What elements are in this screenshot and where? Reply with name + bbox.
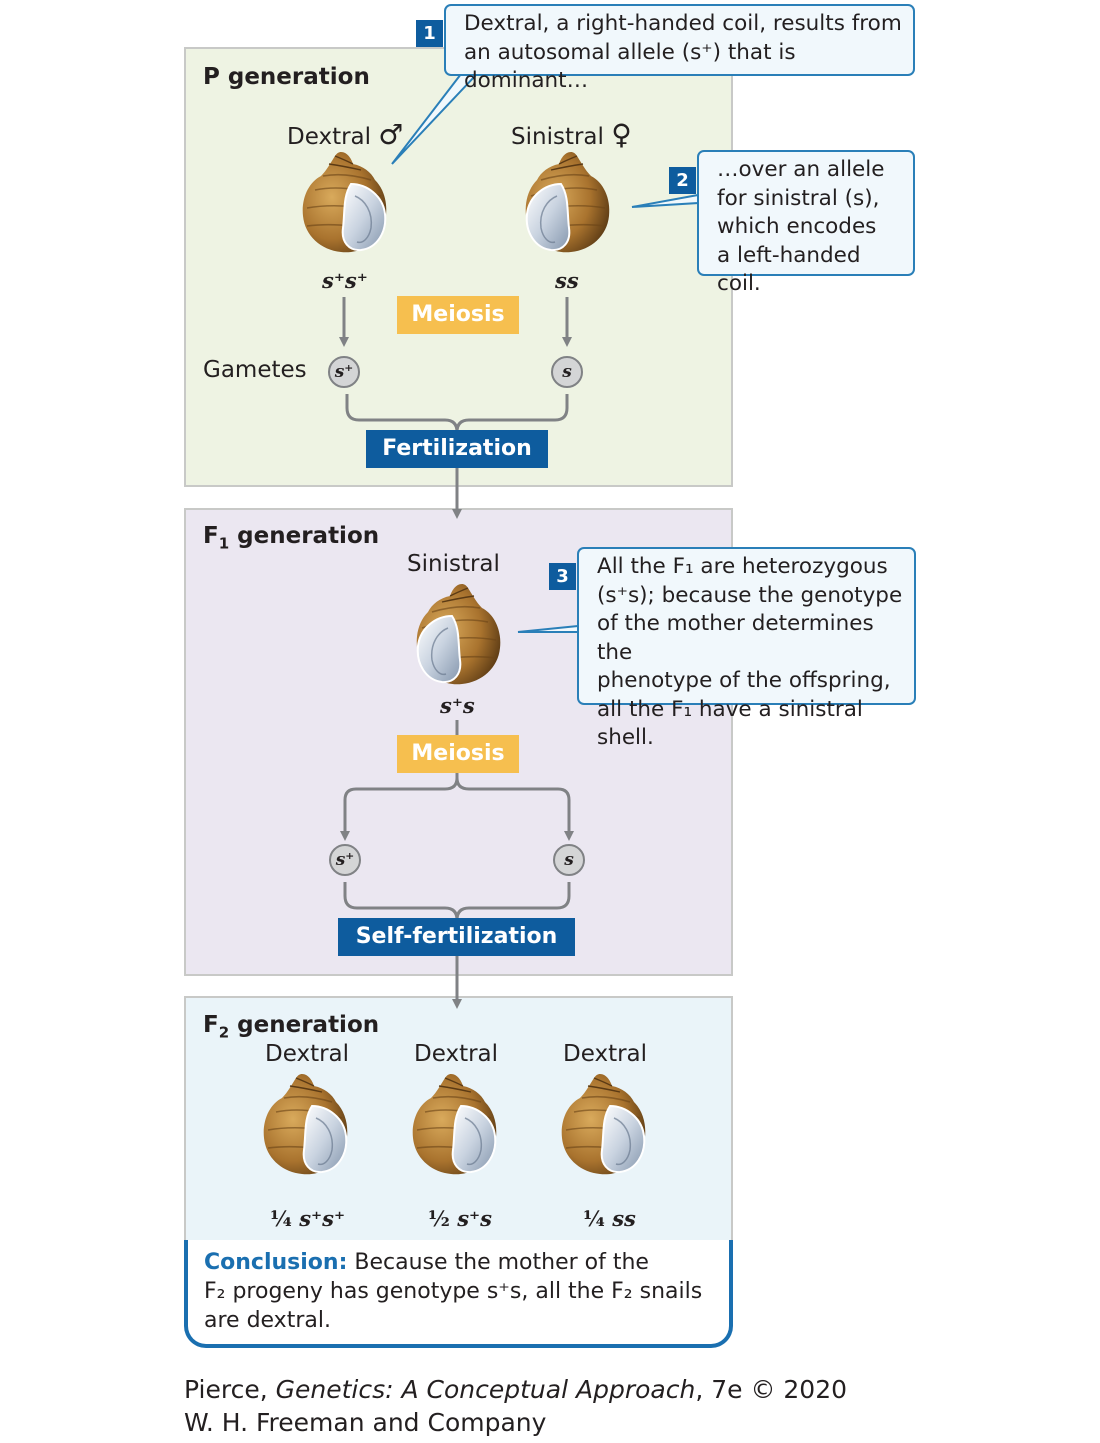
callout-3-number: 3 bbox=[549, 563, 576, 590]
credit-line-2: W. H. Freeman and Company bbox=[184, 1408, 547, 1437]
credit-line: Pierce, Genetics: A Conceptual Approach,… bbox=[184, 1373, 847, 1439]
callout-1: Dextral, a right-handed coil, results fr… bbox=[444, 4, 915, 93]
callout-1-line-2: an autosomal allele (s⁺) that is dominan… bbox=[464, 39, 796, 94]
callout-3-line-4: phenotype of the offspring, bbox=[597, 668, 891, 693]
p-gamete-dominant: s⁺ bbox=[328, 356, 360, 388]
p-generation-panel bbox=[184, 47, 733, 487]
self-fertilization-box: Self-fertilization bbox=[338, 918, 575, 956]
male-genotype: s⁺s⁺ bbox=[322, 268, 368, 293]
f1-phenotype-label: Sinistral bbox=[407, 551, 500, 577]
conclusion-line-2: F₂ progeny has genotype s⁺s, all the F₂ … bbox=[204, 1279, 703, 1304]
female-genotype: ss bbox=[555, 268, 579, 293]
credit-author: Pierce, bbox=[184, 1375, 276, 1404]
f1-gamete-recessive: s bbox=[553, 844, 585, 876]
callout-2-pointer bbox=[631, 193, 699, 208]
female-symbol-icon: ♀ bbox=[611, 118, 632, 151]
conclusion-lead: Conclusion: bbox=[204, 1250, 348, 1275]
callout-2-line-4: a left-handed coil. bbox=[717, 242, 861, 297]
callout-2: …over an allele for sinistral (s), which… bbox=[697, 150, 915, 296]
credit-line-1: Pierce, Genetics: A Conceptual Approach,… bbox=[184, 1373, 847, 1406]
f2-genotype-1-text: s⁺s⁺ bbox=[299, 1206, 346, 1231]
f2-genotype-2-text: s⁺s bbox=[457, 1206, 492, 1231]
conclusion-line-3: are dextral. bbox=[204, 1308, 331, 1333]
male-phenotype-text: Dextral bbox=[287, 124, 372, 150]
p-generation-title: P generation bbox=[203, 64, 370, 90]
male-parent-label: Dextral ♂ bbox=[287, 118, 403, 151]
f1-genotype: s⁺s bbox=[440, 693, 475, 718]
sinistral-shell-icon bbox=[524, 151, 611, 254]
callout-3-pointer bbox=[517, 624, 579, 633]
conclusion-line-1: Conclusion: Because the mother of the bbox=[204, 1248, 715, 1277]
credit-book-title: Genetics: A Conceptual Approach bbox=[275, 1375, 696, 1404]
callout-2-number: 2 bbox=[669, 167, 696, 194]
f2-genotype-3: ¼ ss bbox=[583, 1206, 636, 1231]
f2-title-subscript: 2 bbox=[218, 1023, 230, 1042]
credit-edition: , 7e © 2020 bbox=[695, 1375, 848, 1404]
female-phenotype-text: Sinistral bbox=[511, 124, 604, 150]
male-symbol-icon: ♂ bbox=[378, 118, 404, 151]
callout-2-line-2: for sinistral (s), bbox=[717, 185, 880, 211]
callout-3: All the F₁ are heterozygous (s⁺s); becau… bbox=[577, 547, 916, 750]
callout-1-number: 1 bbox=[416, 20, 443, 47]
f1-self-bracket bbox=[343, 882, 571, 921]
f1-title-rest: generation bbox=[229, 523, 380, 549]
fertilization-box: Fertilization bbox=[366, 430, 548, 468]
f2-dextral-shell-1-icon bbox=[262, 1073, 349, 1176]
female-parent-label: Sinistral ♀ bbox=[511, 118, 632, 151]
dextral-shell-icon bbox=[301, 151, 388, 254]
f2-dextral-shell-3-icon bbox=[560, 1073, 647, 1176]
f1-title-letter: F bbox=[203, 523, 219, 549]
f2-fraction-2: ½ bbox=[428, 1206, 450, 1231]
conclusion-text-1: Because the mother of the bbox=[347, 1250, 649, 1275]
f2-title-letter: F bbox=[203, 1012, 219, 1038]
callout-1-line-1: Dextral, a right-handed coil, results fr… bbox=[464, 11, 902, 36]
f2-phenotype-2: Dextral bbox=[414, 1041, 499, 1067]
f2-title-rest: generation bbox=[229, 1012, 380, 1038]
gametes-label: Gametes bbox=[203, 357, 307, 383]
callout-2-line-1: …over an allele bbox=[717, 157, 885, 182]
f1-gamete-dominant: s⁺ bbox=[329, 844, 361, 876]
f1-title-subscript: 1 bbox=[218, 534, 230, 553]
f2-generation-title: F2 generation bbox=[203, 1012, 379, 1042]
callout-2-line-3: which encodes bbox=[717, 214, 877, 239]
p-meiosis-box: Meiosis bbox=[397, 296, 519, 334]
f2-phenotype-1: Dextral bbox=[265, 1041, 350, 1067]
p-fert-bracket bbox=[345, 394, 569, 433]
conclusion-box: Conclusion: Because the mother of the F₂… bbox=[184, 1240, 733, 1348]
callout-3-line-2: (s⁺s); because the genotype bbox=[597, 582, 903, 608]
f2-phenotype-3: Dextral bbox=[563, 1041, 648, 1067]
f2-genotype-3-text: ss bbox=[612, 1206, 636, 1231]
f1-meiosis-box: Meiosis bbox=[397, 735, 519, 773]
callout-3-line-1: All the F₁ are heterozygous bbox=[597, 554, 888, 579]
p-gamete-recessive: s bbox=[551, 356, 583, 388]
f2-fraction-1: ¼ bbox=[270, 1206, 292, 1231]
f2-genotype-2: ½ s⁺s bbox=[428, 1206, 492, 1231]
callout-3-line-3: of the mother determines the bbox=[597, 611, 874, 665]
f2-fraction-3: ¼ bbox=[583, 1206, 605, 1231]
callout-1-pointer bbox=[391, 72, 478, 165]
f1-meiosis-split bbox=[343, 772, 571, 830]
f1-sinistral-shell-icon bbox=[415, 583, 502, 686]
f2-dextral-shell-2-icon bbox=[411, 1073, 498, 1176]
f2-genotype-1: ¼ s⁺s⁺ bbox=[270, 1206, 345, 1231]
callout-3-line-5: all the F₁ have a sinistral shell. bbox=[597, 696, 863, 751]
f1-generation-title: F1 generation bbox=[203, 523, 379, 553]
